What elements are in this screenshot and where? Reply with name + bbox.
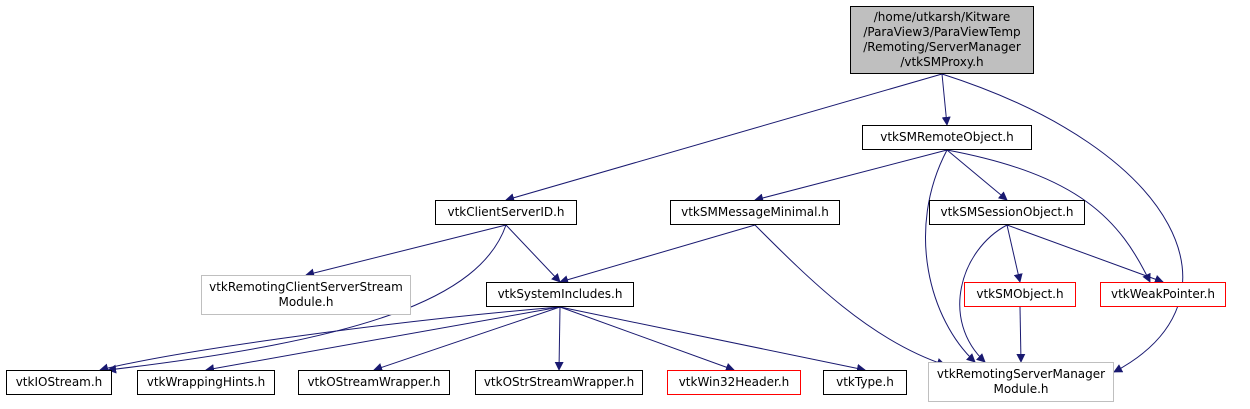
edge-session-to-smobject (1006, 224, 1023, 283)
node-remote[interactable]: vtkSMRemoteObject.h (862, 125, 1032, 150)
edge-remote-to-msgmin (754, 149, 948, 203)
node-iostream[interactable]: vtkIOStream.h (6, 370, 112, 395)
node-ostrstreamw[interactable]: vtkOStrStreamWrapper.h (475, 370, 643, 395)
edge-msgmin-to-smmodule (754, 224, 946, 367)
edge-sysinc-to-ostrstreamw (554, 306, 564, 371)
edge-sysinc-to-type (559, 306, 866, 373)
edge-remote-to-session (946, 149, 1008, 201)
edge-sysinc-to-wraphints (205, 306, 561, 374)
node-label-line: vtkWrappingHints.h (146, 375, 266, 389)
node-label-line: Module.h (993, 382, 1049, 396)
node-label-line: vtkSMRemoteObject.h (880, 130, 1014, 144)
node-label-line: vtkSMSessionObject.h (940, 205, 1074, 219)
node-label-line: vtkSystemIncludes.h (497, 287, 623, 301)
node-msgmin[interactable]: vtkSMMessageMinimal.h (670, 200, 840, 225)
edge-session-to-weakptr (1006, 224, 1164, 284)
edge-sysinc-to-ostreamw (373, 306, 561, 372)
node-csid[interactable]: vtkClientServerID.h (435, 200, 577, 225)
node-smobject[interactable]: vtkSMObject.h (964, 282, 1076, 307)
edge-msgmin-to-sysinc (559, 224, 756, 285)
edge-proxy-to-remote (941, 73, 951, 126)
edge-csid-to-sysinc (505, 224, 561, 283)
node-label-line: vtkOStreamWrapper.h (307, 375, 441, 389)
node-label-line: Module.h (278, 295, 334, 309)
dependency-edges (99, 73, 1184, 374)
node-ostreamw[interactable]: vtkOStreamWrapper.h (298, 370, 450, 395)
node-label-line: vtkSMMessageMinimal.h (681, 205, 829, 219)
node-wraphints[interactable]: vtkWrappingHints.h (137, 370, 275, 395)
node-label-line: vtkClientServerID.h (447, 205, 565, 219)
node-label-line: vtkSMObject.h (976, 287, 1064, 301)
node-label-line: vtkWin32Header.h (678, 375, 790, 389)
node-label-line: vtkIOStream.h (15, 375, 103, 389)
node-win32[interactable]: vtkWin32Header.h (667, 370, 801, 395)
edge-remote-to-weakptr (946, 149, 1151, 283)
node-type[interactable]: vtkType.h (823, 370, 907, 395)
node-weakptr[interactable]: vtkWeakPointer.h (1100, 282, 1226, 307)
node-sysinc[interactable]: vtkSystemIncludes.h (486, 282, 634, 307)
node-label-line: /vtkSMProxy.h (900, 55, 984, 69)
node-label-line: vtkWeakPointer.h (1110, 287, 1216, 301)
edge-proxy-to-csid (505, 73, 943, 203)
node-proxy[interactable]: /home/utkarsh/Kitware/ParaView3/ParaView… (850, 6, 1034, 74)
node-session[interactable]: vtkSMSessionObject.h (929, 200, 1085, 225)
edge-remote-to-smmodule (925, 149, 976, 363)
node-label-line: vtkOStrStreamWrapper.h (483, 375, 635, 389)
edge-proxy-to-smmodule (941, 73, 1184, 373)
edge-smobject-to-smmodule (1016, 306, 1026, 363)
node-label-line: vtkType.h (836, 375, 894, 389)
node-label-line: vtkRemotingServerManager (936, 367, 1106, 381)
edge-csid-to-csstream (305, 224, 507, 278)
node-label-line: /home/utkarsh/Kitware (873, 10, 1011, 24)
edge-sysinc-to-win32 (559, 306, 735, 372)
node-label-line: /ParaView3/ParaViewTemp (863, 25, 1021, 39)
edge-sysinc-to-iostream (99, 306, 561, 373)
edge-session-to-smmodule (959, 224, 1008, 363)
node-label-line: vtkRemotingClientServerStream (209, 280, 403, 294)
node-label-line: /Remoting/ServerManager (863, 40, 1021, 54)
